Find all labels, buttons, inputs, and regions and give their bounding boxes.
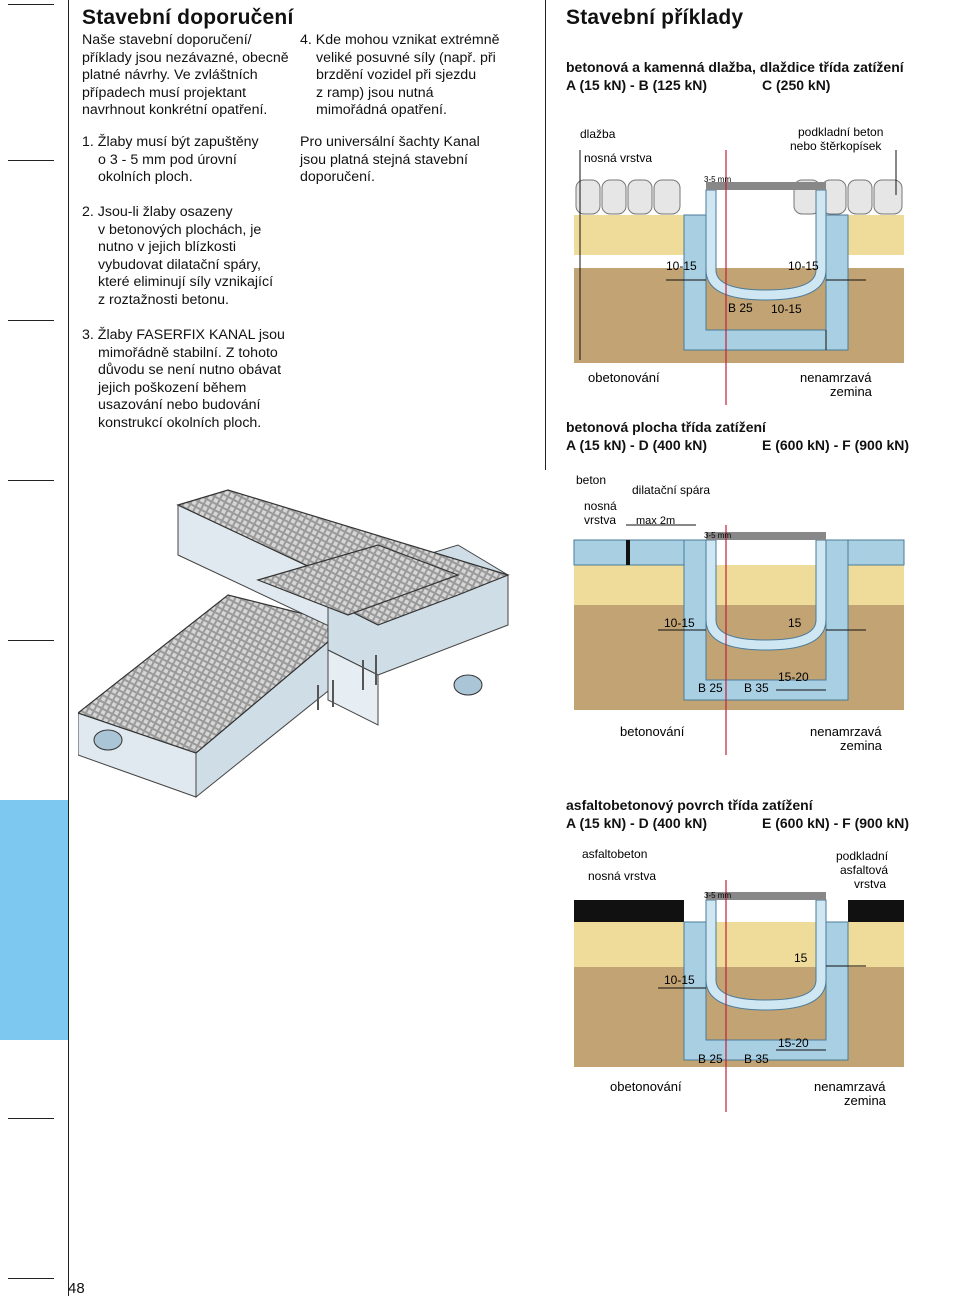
svg-text:nenamrzavá: nenamrzavá	[800, 370, 872, 385]
recommendation-1: 1. Žlaby musí být zapuštěny o 3 - 5 mm p…	[82, 134, 259, 186]
ex1-cross-section: dlažba nosná vrstva podkladní beton nebo…	[574, 125, 904, 405]
svg-text:zemina: zemina	[844, 1093, 887, 1108]
svg-text:10-15: 10-15	[771, 302, 802, 316]
svg-text:obetonování: obetonování	[610, 1079, 682, 1094]
svg-text:betonování: betonování	[620, 724, 685, 739]
svg-text:nosná vrstva: nosná vrstva	[584, 151, 652, 165]
svg-text:15: 15	[794, 951, 808, 965]
recommendation-4: 4. Kde mohou vznikat extrémně veliké pos…	[300, 32, 500, 119]
svg-text:15-20: 15-20	[778, 1036, 809, 1050]
svg-text:vrstva: vrstva	[854, 877, 886, 891]
svg-text:max 2m: max 2m	[636, 515, 675, 527]
svg-text:vrstva: vrstva	[584, 513, 616, 527]
margin-tick	[8, 1278, 54, 1279]
intro-paragraph: Naše stavební doporučení/příklady jsou n…	[82, 32, 289, 119]
ex3-title: asfaltobetonový povrch třída zatížení A …	[566, 797, 910, 831]
margin-tick	[8, 480, 54, 481]
svg-text:obetonování: obetonování	[588, 370, 660, 385]
recommendation-2: 2. Jsou-li žlaby osazeny v betonových pl…	[82, 204, 274, 308]
svg-text:nosná: nosná	[584, 499, 617, 513]
ex3-cross-section: asfaltobeton nosná vrstva podkladní asfa…	[574, 847, 904, 1112]
margin-tick	[8, 4, 54, 5]
svg-text:asfaltobeton: asfaltobeton	[582, 847, 647, 861]
right-title: Stavební příklady	[566, 6, 744, 29]
svg-text:3-5 mm: 3-5 mm	[704, 175, 731, 184]
svg-text:dilatační spára: dilatační spára	[632, 483, 710, 497]
svg-text:asfaltová: asfaltová	[840, 863, 888, 877]
drainage-channel-illustration	[78, 489, 510, 799]
svg-text:zemina: zemina	[830, 384, 873, 399]
svg-text:podkladní: podkladní	[836, 849, 889, 863]
margin-tick	[8, 640, 54, 641]
ex2-cross-section: beton nosná vrstva dilatační spára max 2…	[573, 473, 905, 755]
page-number: 48	[68, 1280, 85, 1297]
svg-text:15-20: 15-20	[778, 670, 809, 684]
left-title: Stavební doporučení	[82, 6, 294, 29]
svg-text:10-15: 10-15	[664, 616, 695, 630]
svg-text:dlažba: dlažba	[580, 127, 616, 141]
svg-text:15: 15	[788, 616, 802, 630]
ex2-title: betonová plocha třída zatížení A (15 kN)…	[566, 419, 910, 453]
svg-text:B 25: B 25	[698, 681, 723, 695]
margin-tick	[8, 160, 54, 161]
margin-tick	[8, 320, 54, 321]
svg-text:beton: beton	[576, 473, 606, 487]
svg-text:nebo štěrkopísek: nebo štěrkopísek	[790, 139, 882, 153]
svg-text:3-5 mm: 3-5 mm	[704, 531, 731, 540]
margin-tick	[8, 1118, 54, 1119]
svg-text:nenamrzavá: nenamrzavá	[814, 1079, 886, 1094]
svg-text:10-15: 10-15	[788, 259, 819, 273]
right-rule	[545, 0, 546, 470]
sidebar-color-tab	[0, 800, 68, 1040]
svg-text:10-15: 10-15	[664, 973, 695, 987]
ex1-title: betonová a kamenná dlažba, dlaždice tříd…	[566, 59, 904, 93]
svg-text:nenamrzavá: nenamrzavá	[810, 724, 882, 739]
svg-text:nosná vrstva: nosná vrstva	[588, 869, 656, 883]
left-rule	[68, 0, 69, 1296]
svg-text:B 35: B 35	[744, 681, 769, 695]
svg-text:podkladní beton: podkladní beton	[798, 125, 883, 139]
svg-text:3-5 mm: 3-5 mm	[704, 891, 731, 900]
svg-text:10-15: 10-15	[666, 259, 697, 273]
recommendation-3: 3. Žlaby FASERFIX KANAL jsou mimořádně s…	[82, 327, 285, 431]
svg-text:B 25: B 25	[698, 1052, 723, 1066]
svg-text:B 35: B 35	[744, 1052, 769, 1066]
svg-text:zemina: zemina	[840, 738, 883, 753]
svg-text:B 25: B 25	[728, 301, 753, 315]
